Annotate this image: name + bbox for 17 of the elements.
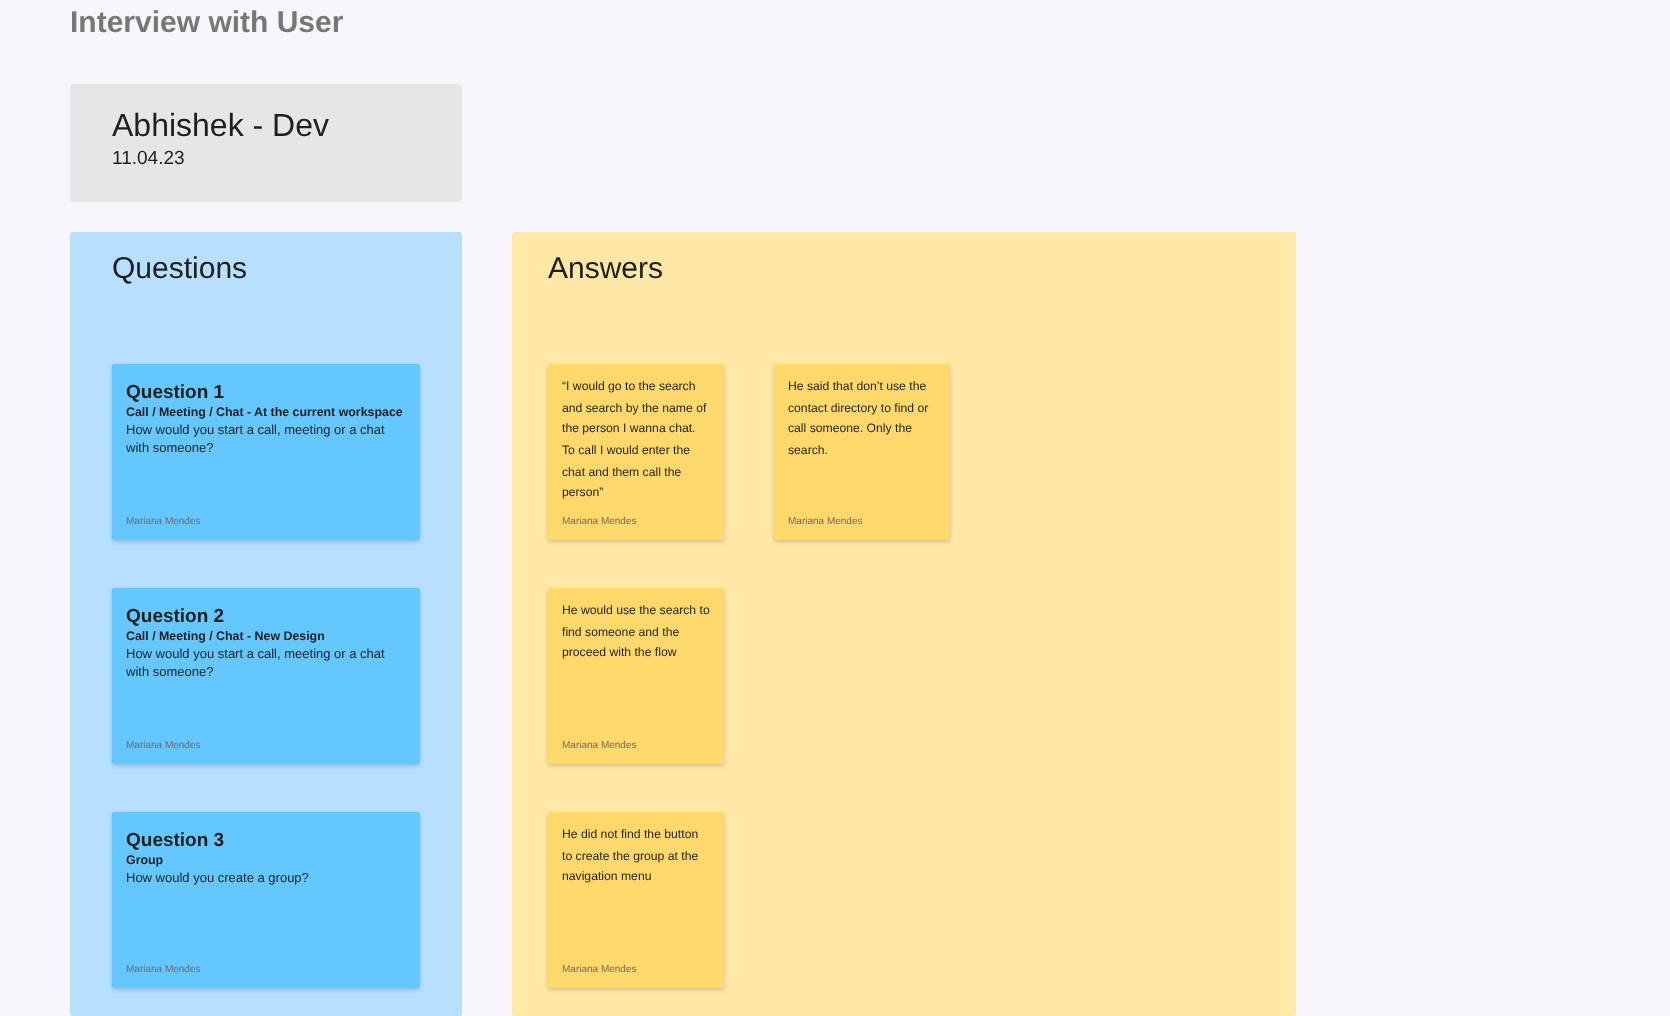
sticky-note xyxy=(548,364,724,540)
panel xyxy=(512,232,1296,1016)
panel-heading: Questions xyxy=(112,252,248,288)
sticky-note xyxy=(548,812,724,988)
sticky-note xyxy=(112,812,420,988)
card-date: 11.04.23 xyxy=(112,148,185,171)
sticky-note xyxy=(112,588,420,764)
sticky-note xyxy=(774,364,950,540)
sticky-note xyxy=(548,588,724,764)
card-title: Abhishek - Dev xyxy=(112,110,329,147)
note-title: Question 3 xyxy=(126,830,225,853)
page-title: Interview with User xyxy=(70,6,344,40)
note-title: Question 2 xyxy=(126,606,225,629)
note-title: Question 1 xyxy=(126,382,225,405)
panel-heading: Answers xyxy=(548,252,664,288)
panel xyxy=(70,232,462,1016)
sticky-note xyxy=(112,364,420,540)
